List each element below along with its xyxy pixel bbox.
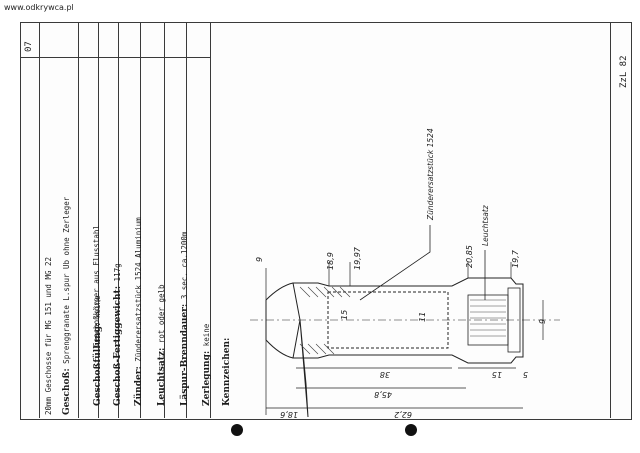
sheet-right-border-inner bbox=[610, 22, 611, 418]
punch-hole bbox=[231, 424, 243, 436]
col-line bbox=[140, 22, 141, 418]
dim-d-body: 9 bbox=[255, 257, 264, 262]
projectile-outline bbox=[292, 277, 524, 418]
nose-profile bbox=[265, 282, 294, 359]
dim-l-5: 5 bbox=[523, 370, 528, 379]
header-divider-right bbox=[20, 57, 210, 58]
col-line bbox=[118, 22, 119, 418]
col-line bbox=[39, 22, 40, 418]
punch-hole bbox=[405, 424, 417, 436]
dim-d-197: 19,7 bbox=[511, 249, 520, 268]
dim-d-9: 9 bbox=[538, 319, 547, 324]
dim-d-2085: 20,85 bbox=[465, 245, 474, 268]
watermark: www.odkrywca.pl bbox=[4, 3, 74, 12]
col-line bbox=[210, 22, 211, 418]
tracer-hatch bbox=[470, 299, 506, 337]
dim-d-11: 11 bbox=[418, 312, 427, 322]
label-fuze: Zünderersatzstück 1524 bbox=[426, 128, 435, 221]
col-line bbox=[98, 22, 99, 418]
col-line bbox=[186, 22, 187, 418]
wall-hatch bbox=[299, 286, 351, 355]
label-tracer: Leuchtsatz bbox=[481, 204, 490, 246]
dim-d-189: 18,9 bbox=[326, 252, 335, 270]
dim-l-186: 18,6 bbox=[280, 410, 298, 419]
leader-fuze bbox=[359, 225, 431, 301]
col-line bbox=[164, 22, 165, 418]
col-line bbox=[78, 22, 79, 418]
dim-d-1997: 19,97 bbox=[353, 246, 362, 270]
dimension-lines bbox=[265, 262, 544, 415]
dim-l-38: 38 bbox=[380, 370, 390, 379]
dim-l-622: 62,2 bbox=[394, 410, 412, 419]
dim-d-15: 15 bbox=[340, 310, 349, 320]
dim-l-458: 45,8 bbox=[374, 390, 392, 399]
dim-l-15: 15 bbox=[492, 370, 502, 379]
